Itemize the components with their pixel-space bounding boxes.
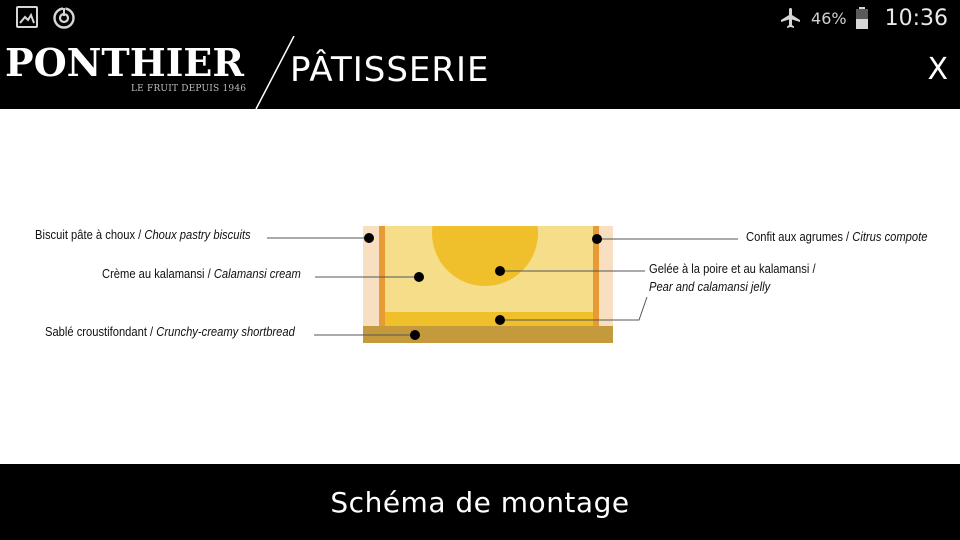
airplane-mode-icon <box>781 8 801 28</box>
battery-icon <box>855 7 868 29</box>
label-fr: Confit aux agrumes / <box>746 229 853 244</box>
clock: 10:36 <box>884 5 948 31</box>
marker-jelly-layer <box>495 315 505 325</box>
label-en: Citrus compote <box>852 229 928 244</box>
marker-compote <box>592 234 602 244</box>
jelly-layer <box>385 312 593 326</box>
label-jelly-line1: Gelée à la poire et au kalamansi / <box>649 261 816 276</box>
page-title: PÂTISSERIE <box>290 50 490 90</box>
label-en: Pear and calamansi jelly <box>649 279 771 294</box>
marker-biscuit <box>364 233 374 243</box>
assembly-diagram-button[interactable]: Schéma de montage <box>0 464 960 540</box>
battery-percent: 46% <box>811 8 847 28</box>
label-shortbread: Sablé croustifondant / Crunchy-creamy sh… <box>45 324 295 339</box>
brand-tagline: LE FRUIT DEPUIS 1946 <box>131 84 247 94</box>
cake-cross-section <box>267 226 738 343</box>
label-fr: Crème au kalamansi / <box>102 266 214 281</box>
compote-bar-right <box>593 226 599 326</box>
status-bar: 46% 10:36 <box>0 0 960 36</box>
label-en: Choux pastry biscuits <box>144 227 251 242</box>
brand-logo: PONTHIER <box>5 40 244 85</box>
divider-slash <box>255 36 295 109</box>
label-fr: Sablé croustifondant / <box>45 324 157 339</box>
compote-bar-left <box>379 226 385 326</box>
gallery-icon <box>16 6 38 28</box>
close-button[interactable]: X <box>927 52 948 87</box>
label-citrus-compote: Confit aux agrumes / Citrus compote <box>746 229 927 244</box>
marker-dots <box>364 233 602 340</box>
sync-icon <box>53 7 75 29</box>
footer-label: Schéma de montage <box>330 485 630 519</box>
label-jelly-line2: Pear and calamansi jelly <box>649 279 770 294</box>
label-en: Calamansi cream <box>213 266 301 281</box>
marker-jelly-insert <box>495 266 505 276</box>
jelly-insert <box>432 226 538 286</box>
label-choux-biscuit: Biscuit pâte à choux / Choux pastry bisc… <box>35 227 251 242</box>
status-indicators: 46% 10:36 <box>779 0 948 36</box>
label-fr: Biscuit pâte à choux / <box>35 227 145 242</box>
assembly-diagram: Biscuit pâte à choux / Choux pastry bisc… <box>0 109 960 464</box>
shortbread-layer <box>363 326 613 343</box>
app-header: PONTHIER LE FRUIT DEPUIS 1946 PÂTISSERIE… <box>0 36 960 109</box>
label-en: Crunchy-creamy shortbread <box>156 324 295 339</box>
leader-lines <box>267 237 738 336</box>
label-calamansi-cream: Crème au kalamansi / Calamansi cream <box>102 266 301 281</box>
marker-cream <box>414 272 424 282</box>
marker-shortbread <box>410 330 420 340</box>
